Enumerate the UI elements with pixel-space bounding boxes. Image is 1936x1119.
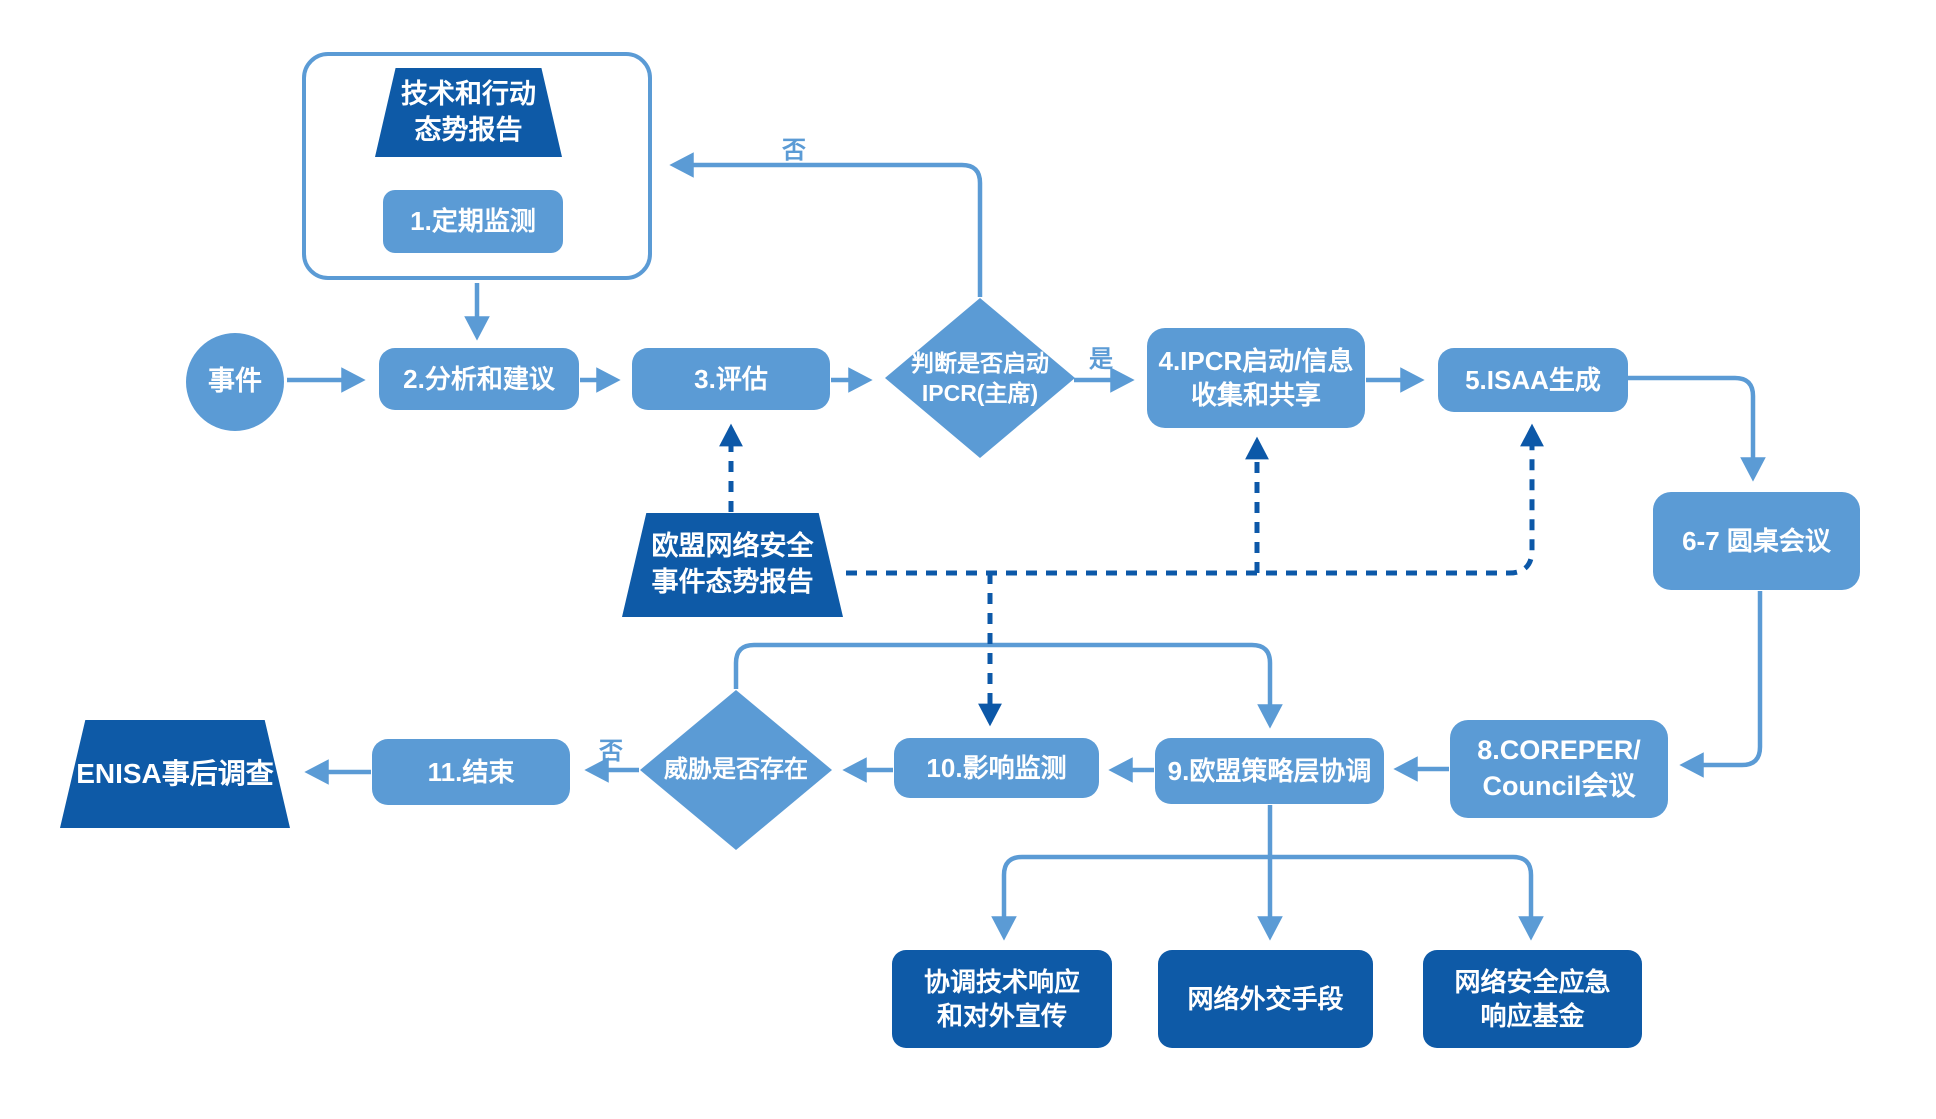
node-step11-end: 11.结束	[372, 739, 570, 805]
edge-step9-to-outcome-fund	[1270, 854, 1544, 941]
node-step9-eu-strategic-coordination: 9.欧盟策略层协调	[1155, 738, 1384, 804]
node-eu-report: 欧盟网络安全 事件态势报告	[622, 513, 843, 617]
node-step4-ipcr-activation: 4.IPCR启动/信息 收集和共享	[1147, 328, 1365, 428]
node-incident: 事件	[186, 333, 284, 431]
node-outcome-cyber-diplomacy: 网络外交手段	[1158, 950, 1373, 1048]
node-step5-isaa: 5.ISAA生成	[1438, 348, 1628, 412]
node-step2-analysis: 2.分析和建议	[379, 348, 579, 410]
node-enisa-investigation: ENISA事后调查	[60, 720, 290, 828]
edge-label-no-bottom: 否	[599, 738, 623, 765]
node-outcome-technical-response: 协调技术响应 和对外宣传	[892, 950, 1112, 1048]
node-step1-periodic-monitoring: 1.定期监测	[383, 190, 563, 253]
node-step67-roundtable: 6-7 圆桌会议	[1653, 492, 1860, 590]
edge-step5-to-step67	[1628, 375, 1766, 482]
edge-label-no-top: 否	[782, 137, 806, 164]
node-step3-assessment: 3.评估	[632, 348, 830, 410]
edge-decision-no-to-monitor	[669, 152, 983, 297]
edge-label-yes: 是	[1089, 346, 1113, 373]
edge-threat-loop-to-step9	[733, 642, 1283, 729]
node-tech-report: 技术和行动 态势报告	[375, 68, 562, 157]
edge-step9-to-outcome-tech	[991, 854, 1270, 941]
edge-eureport-to-step5	[846, 423, 1544, 576]
node-step10-impact-monitoring: 10.影响监测	[894, 738, 1099, 798]
edge-step67-to-step8	[1679, 591, 1763, 778]
node-step8-coreper: 8.COREPER/ Council会议	[1450, 720, 1668, 818]
node-outcome-emergency-fund: 网络安全应急 响应基金	[1423, 950, 1642, 1048]
